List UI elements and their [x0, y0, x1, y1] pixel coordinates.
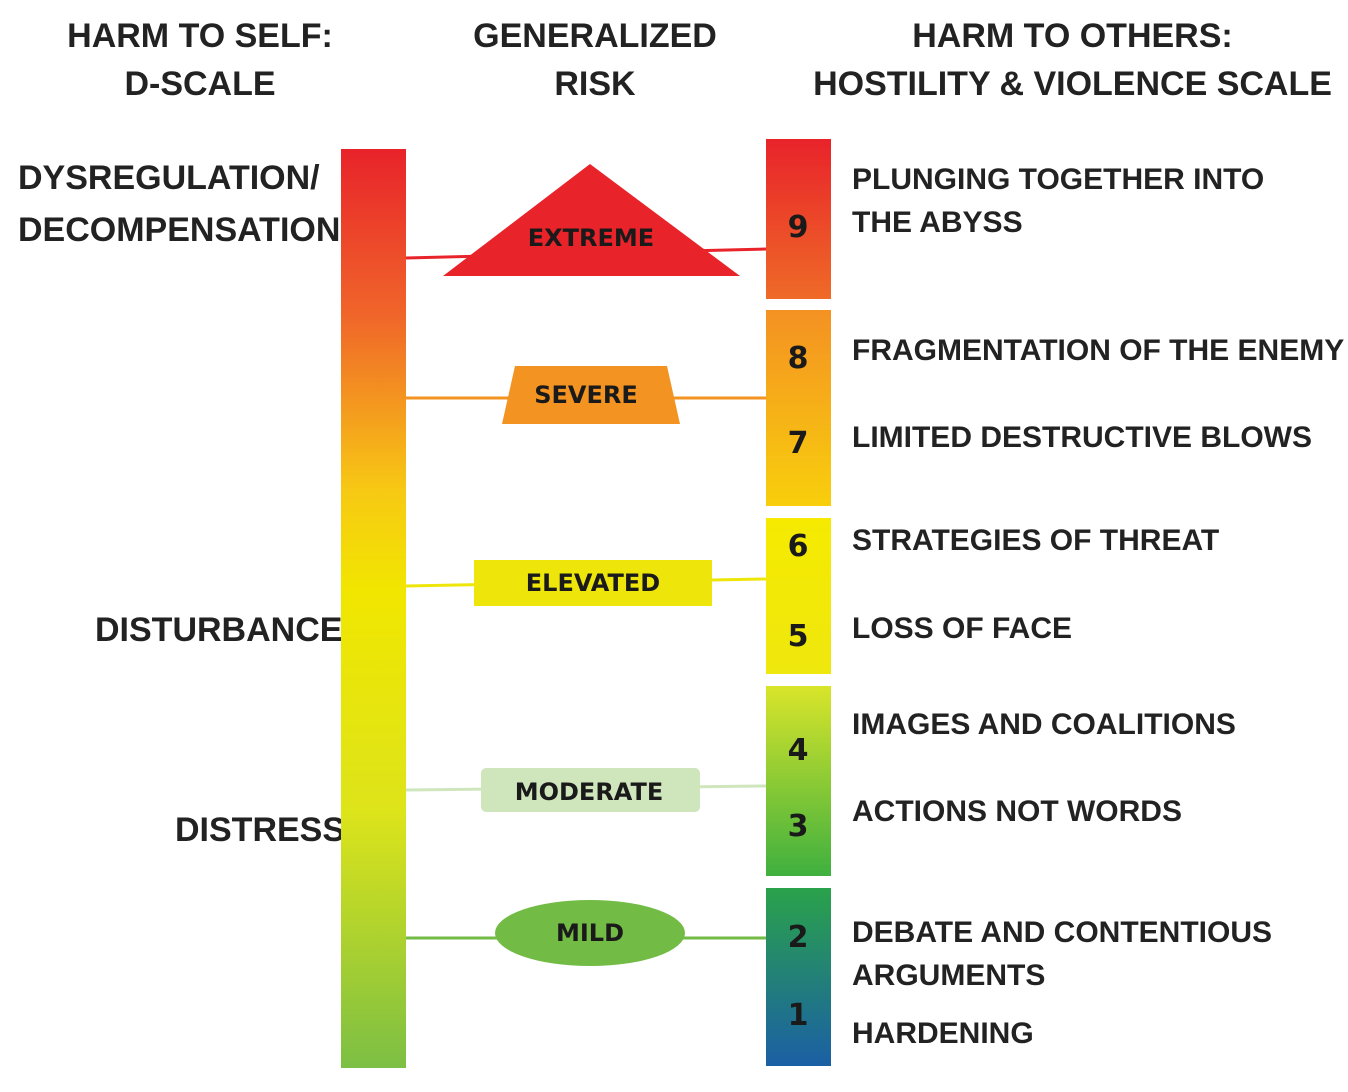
- level-number-1: 1: [788, 998, 809, 1033]
- extreme-label: EXTREME: [528, 224, 654, 252]
- level-2-line-1: DEBATE AND CONTENTIOUS: [852, 916, 1272, 949]
- d-scale-bar: [341, 149, 406, 1068]
- elevated-rectangle: [474, 560, 712, 606]
- harm-to-others-title: HARM TO OTHERS:: [912, 17, 1233, 55]
- level-9-line-2: THE ABYSS: [852, 206, 1023, 239]
- level-9-label: PLUNGING TOGETHER INTO THE ABYSS: [852, 158, 1264, 244]
- level-9-line-1: PLUNGING TOGETHER INTO: [852, 163, 1265, 196]
- level-1-label: HARDENING: [852, 1017, 1034, 1050]
- level-number-7: 7: [788, 426, 809, 461]
- level-6-label: STRATEGIES OF THREAT: [852, 524, 1220, 557]
- mild-label: MILD: [556, 919, 624, 947]
- moderate-label: MODERATE: [515, 778, 664, 806]
- hostility-segment-4-3: [766, 686, 831, 876]
- hostility-segment-9: [766, 139, 831, 299]
- harm-to-others-header: HARM TO OTHERS: HOSTILITY & VIOLENCE SCA…: [800, 12, 1345, 108]
- decompensation-line: DECOMPENSATION: [18, 211, 341, 249]
- level-number-6: 6: [788, 529, 809, 564]
- dysregulation-label: DYSREGULATION/ DECOMPENSATION: [18, 152, 340, 256]
- hostility-segment-8-7: [766, 310, 831, 506]
- distress-label: DISTRESS: [175, 811, 346, 849]
- level-5-label: LOSS OF FACE: [852, 612, 1073, 645]
- level-number-5: 5: [788, 619, 809, 654]
- level-number-4: 4: [788, 733, 809, 768]
- risk-title: RISK: [554, 65, 636, 103]
- d-scale-title: D-SCALE: [124, 65, 276, 103]
- severe-label: SEVERE: [534, 381, 638, 409]
- level-number-9: 9: [788, 210, 809, 245]
- moderate-rounded-rectangle: [481, 768, 700, 812]
- harm-to-self-header: HARM TO SELF: D-SCALE: [40, 12, 360, 108]
- level-3-label: ACTIONS NOT WORDS: [852, 795, 1182, 828]
- elevated-label: ELEVATED: [526, 569, 660, 597]
- level-2-label: DEBATE AND CONTENTIOUS ARGUMENTS: [852, 911, 1272, 997]
- level-2-line-2: ARGUMENTS: [852, 959, 1046, 992]
- hostility-segment-2-1: [766, 888, 831, 1066]
- disturbance-label: DISTURBANCE: [95, 611, 343, 649]
- dysregulation-line: DYSREGULATION/: [18, 159, 320, 197]
- level-number-3: 3: [788, 809, 809, 844]
- generalized-risk-header: GENERALIZED RISK: [440, 12, 750, 108]
- severe-trapezoid: [502, 366, 680, 424]
- hostility-violence-title: HOSTILITY & VIOLENCE SCALE: [813, 65, 1332, 103]
- extreme-triangle: [443, 164, 740, 276]
- harm-to-self-title: HARM TO SELF:: [67, 17, 333, 55]
- level-number-8: 8: [788, 341, 809, 376]
- mild-ellipse: [495, 900, 685, 966]
- level-8-label: FRAGMENTATION OF THE ENEMY: [852, 334, 1345, 367]
- generalized-title: GENERALIZED: [473, 17, 717, 55]
- level-7-label: LIMITED DESTRUCTIVE BLOWS: [852, 421, 1312, 454]
- hostility-segment-6-5: [766, 518, 831, 674]
- level-number-2: 2: [788, 920, 809, 955]
- level-4-label: IMAGES AND COALITIONS: [852, 708, 1236, 741]
